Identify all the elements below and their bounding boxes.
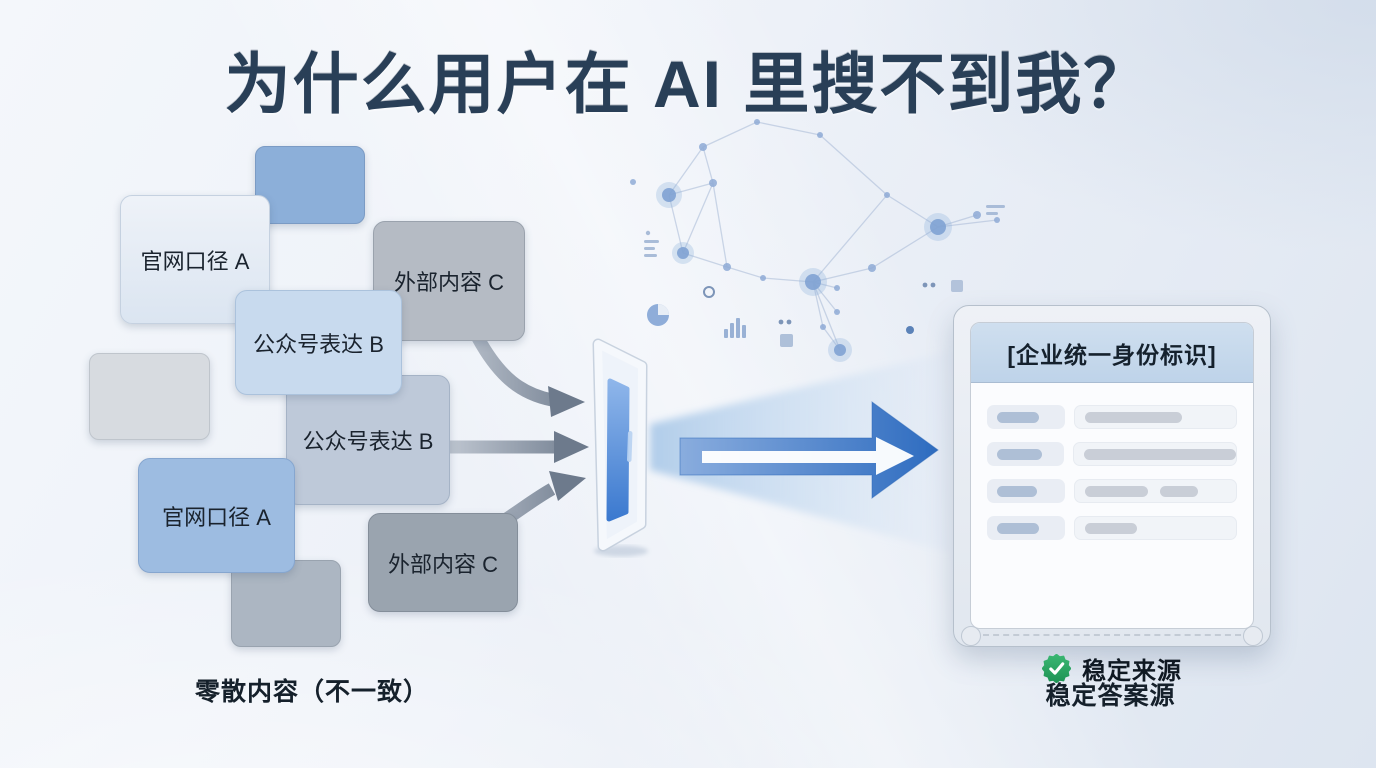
- list-lines-decoration: [644, 205, 1005, 257]
- forward-arrow-icon: [679, 401, 939, 499]
- note-box-blue-empty: [255, 146, 365, 224]
- skeleton-chip-right: [1073, 442, 1237, 466]
- curved-arrow-top-icon: [472, 334, 554, 407]
- verified-source-row: 稳定来源: [971, 651, 1253, 686]
- skeleton-row: [987, 479, 1237, 503]
- skeleton-chip-right: [1074, 405, 1237, 429]
- skeleton-chip-left: [987, 479, 1065, 503]
- skeleton-chip-left: [987, 442, 1064, 466]
- note-box-gray-empty-1: [89, 353, 210, 440]
- pie-chart-icon: [647, 304, 669, 326]
- identity-card-header: [企业统一身份标识]: [971, 323, 1253, 383]
- note-box-gray-empty-2: [231, 560, 341, 647]
- converging-arrows: [450, 334, 589, 526]
- skeleton-chip-right: [1074, 479, 1237, 503]
- network-decoration: [630, 119, 1005, 362]
- identity-card: [企业统一身份标识]: [953, 305, 1271, 685]
- ticket-divider: [983, 634, 1241, 636]
- note-box-wechat-b-1: 公众号表达 B: [235, 290, 402, 395]
- ticket-notch-left: [961, 626, 981, 646]
- note-box-label: 外部内容 C: [393, 270, 504, 295]
- ticket-notch-right: [1243, 626, 1263, 646]
- projection-beam: [650, 352, 948, 552]
- note-box-site-a-2: 官网口径 A: [138, 458, 295, 573]
- screen-panel-icon: [592, 338, 648, 557]
- skeleton-row: [987, 405, 1237, 429]
- note-box-label: 公众号表达 B: [253, 331, 384, 357]
- scatter-dots-decoration: [703, 282, 936, 334]
- verified-check-icon: [1042, 654, 1071, 683]
- note-box-wechat-b-2: 公众号表达 B: [286, 375, 450, 505]
- note-box-label: 公众号表达 B: [302, 429, 434, 454]
- skeleton-chip-left: [987, 405, 1065, 429]
- skeleton-chip-right: [1074, 516, 1237, 540]
- identity-card-caption: 稳定答案源: [1045, 682, 1176, 710]
- bar-chart-icon: [724, 318, 746, 338]
- square-decoration-2: [951, 280, 963, 292]
- page-title: 为什么用户在 AI 里搜不到我？: [224, 47, 1152, 121]
- left-cluster-caption: 零散内容（不一致）: [194, 678, 429, 706]
- identity-card-title: [企业统一身份标识]: [1007, 341, 1217, 368]
- square-decoration: [780, 334, 793, 347]
- verified-source-label: 稳定来源: [1082, 658, 1182, 685]
- skeleton-row: [987, 442, 1237, 466]
- note-box-label: 外部内容 C: [387, 551, 498, 577]
- skeleton-row: [987, 516, 1237, 540]
- note-box-label: 官网口径 A: [140, 248, 250, 274]
- note-box-external-c-2: 外部内容 C: [368, 513, 518, 612]
- note-box-label: 官网口径 A: [162, 504, 271, 530]
- identity-card-body: 稳定来源: [961, 405, 1263, 685]
- identity-card-panel: [企业统一身份标识]: [961, 322, 1263, 685]
- skeleton-chip-left: [987, 516, 1065, 540]
